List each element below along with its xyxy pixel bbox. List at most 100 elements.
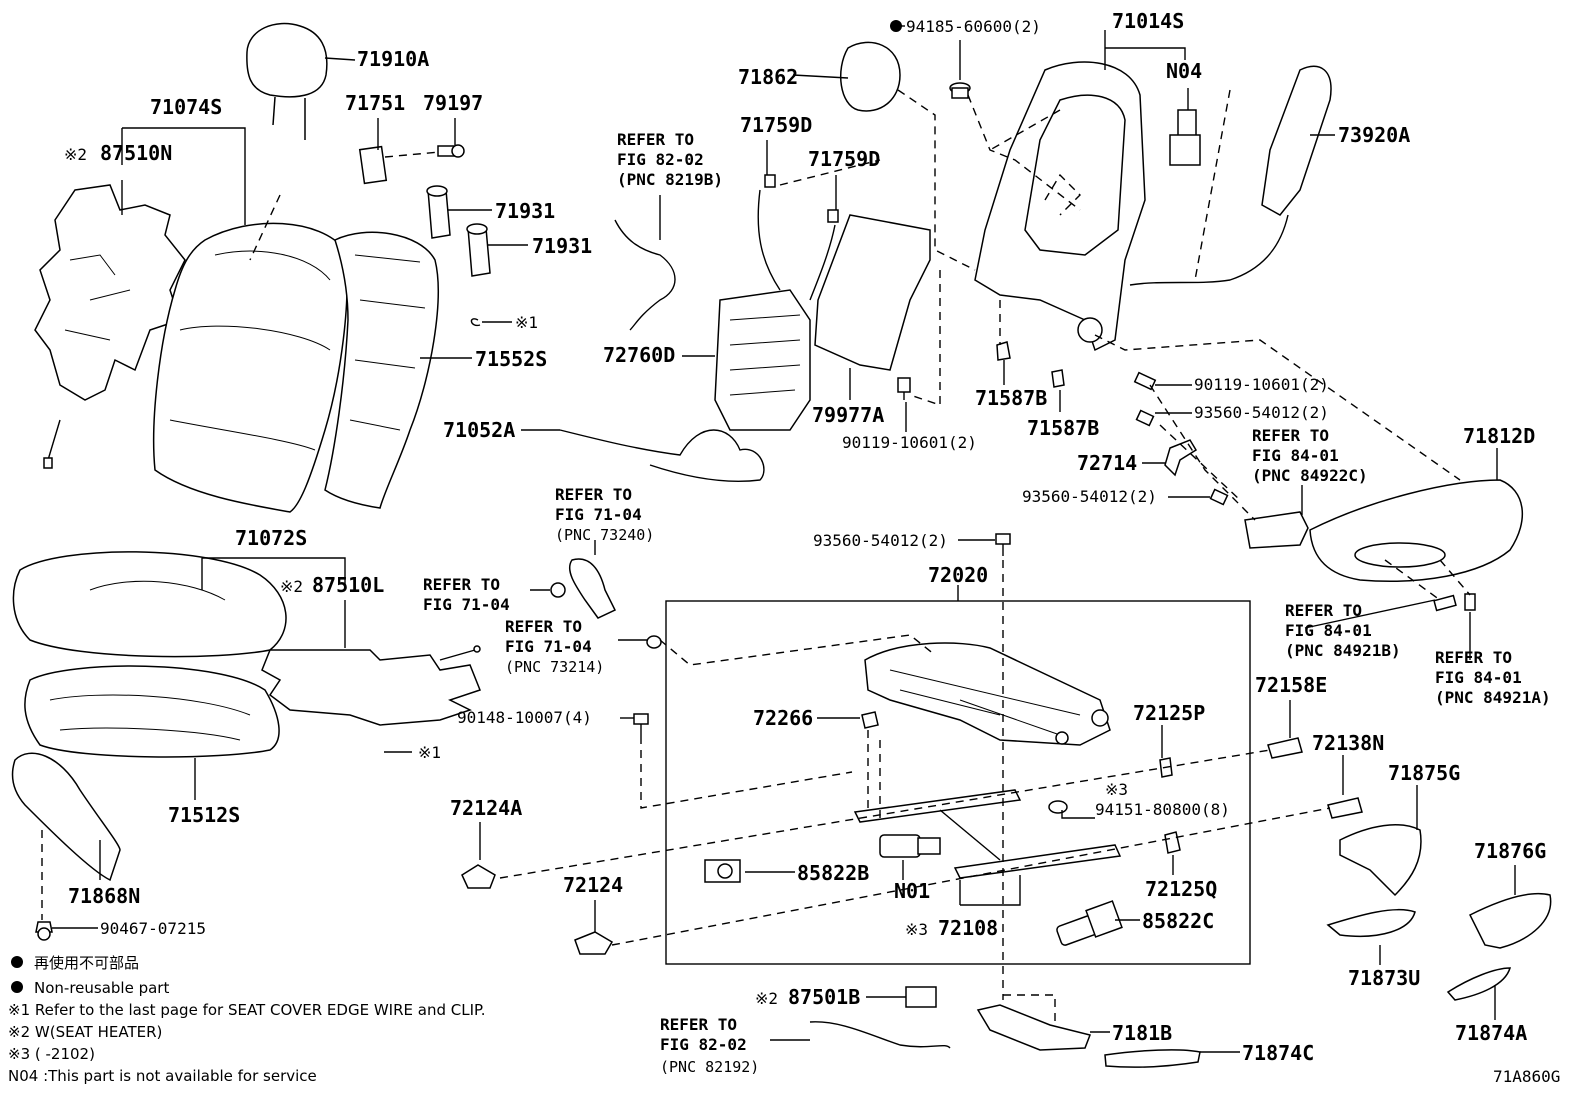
label-71868N[interactable]: 71868N	[68, 884, 140, 908]
label-90119-10601-a[interactable]: 90119-10601(2)	[842, 433, 977, 452]
label-71874A[interactable]: 71874A	[1455, 1021, 1527, 1045]
ref-fig-84-01-a[interactable]: REFER TO FIG 84-01 (PNC 84922C)	[1252, 426, 1368, 485]
seatback-heater-drawing	[34, 184, 186, 469]
ref-line-3: (PNC 84921B)	[1285, 641, 1401, 660]
label-N04[interactable]: N04	[1166, 59, 1202, 83]
ref-line-3: (PNC 73214)	[505, 658, 604, 676]
label-79197[interactable]: 79197	[423, 91, 483, 115]
knob-84921A-drawing	[1464, 593, 1476, 611]
label-71876G[interactable]: 71876G	[1474, 839, 1546, 863]
ref-line-3: (PNC 8219B)	[617, 170, 723, 189]
label-72108[interactable]: 72108	[938, 916, 998, 940]
ref-line-1: REFER TO	[423, 575, 500, 594]
cover-72124-drawing	[574, 931, 614, 955]
motor-85822C-drawing	[1056, 900, 1123, 946]
label-72760D[interactable]: 72760D	[603, 343, 675, 367]
cushion-heater-drawing	[261, 645, 481, 726]
label-93560-54012-c[interactable]: 93560-54012(2)	[813, 531, 948, 550]
front-trim-71868N-drawing	[11, 752, 121, 882]
clip-72125Q-drawing	[1164, 831, 1181, 854]
ref-fig-71-04-b[interactable]: REFER TO FIG 71-04	[423, 575, 510, 614]
label-72266[interactable]: 72266	[753, 706, 813, 730]
label-71074S[interactable]: 71074S	[150, 95, 222, 119]
ref-line-1: REFER TO	[555, 485, 632, 504]
label-7181B[interactable]: 7181B	[1112, 1021, 1172, 1045]
ref-fig-71-04-a[interactable]: REFER TO FIG 71-04 (PNC 73240)	[555, 485, 654, 544]
harness-71052A-drawing	[559, 429, 765, 483]
label-71587B-b[interactable]: 71587B	[1027, 416, 1099, 440]
label-71875G[interactable]: 71875G	[1388, 761, 1460, 785]
label-72714[interactable]: 72714	[1077, 451, 1137, 475]
ref-fig-84-01-c[interactable]: REFER TO FIG 84-01 (PNC 84921A)	[1435, 648, 1551, 707]
label-72124A[interactable]: 72124A	[450, 796, 522, 820]
label-79977A[interactable]: 79977A	[812, 403, 884, 427]
label-90148-10007[interactable]: 90148-10007(4)	[457, 708, 592, 727]
legend-note-2: ※2 W(SEAT HEATER)	[8, 1023, 162, 1041]
label-71931-b[interactable]: 71931	[532, 234, 592, 258]
label-71931-a[interactable]: 71931	[495, 199, 555, 223]
label-72138N[interactable]: 72138N	[1312, 731, 1384, 755]
label-71052A[interactable]: 71052A	[443, 418, 515, 442]
label-72020[interactable]: 72020	[928, 563, 988, 587]
ref-fig-82-02-b[interactable]: REFER TO FIG 82-02 (PNC 82192)	[660, 1015, 759, 1076]
label-71751[interactable]: 71751	[345, 91, 405, 115]
cover-72158E-drawing	[1267, 737, 1303, 759]
ref-line-2: FIG 82-02	[660, 1035, 747, 1054]
bolt-93560-b-drawing	[1209, 488, 1229, 506]
bolt-93560-c-drawing	[995, 533, 1011, 556]
label-71910A[interactable]: 71910A	[357, 47, 429, 71]
assembly-lines	[41, 89, 1471, 1025]
ref-line-1: REFER TO	[617, 130, 694, 149]
label-72124[interactable]: 72124	[563, 873, 623, 897]
label-71759D-b[interactable]: 71759D	[808, 147, 880, 171]
label-87510L[interactable]: 87510L	[312, 573, 384, 597]
pad-71862-drawing	[840, 41, 901, 112]
knob-84921B-drawing	[1433, 594, 1457, 612]
label-73920A[interactable]: 73920A	[1338, 123, 1410, 147]
label-94185-60600[interactable]: 94185-60600(2)	[906, 17, 1041, 36]
label-71874C[interactable]: 71874C	[1242, 1041, 1314, 1065]
cover-71874C-drawing	[1104, 1049, 1201, 1068]
label-93560-54012-a[interactable]: 93560-54012(2)	[1194, 403, 1329, 422]
ref-line-1: REFER TO	[1252, 426, 1329, 445]
label-71862[interactable]: 71862	[738, 65, 798, 89]
connector-87501B-drawing	[905, 986, 937, 1008]
side-shield-71812D-drawing	[1309, 479, 1524, 582]
label-94151-80800[interactable]: 94151-80800(8)	[1095, 800, 1230, 819]
label-71072S[interactable]: 71072S	[235, 526, 307, 550]
label-72158E[interactable]: 72158E	[1255, 673, 1327, 697]
motor-N04-drawing	[1169, 109, 1201, 166]
label-85822B[interactable]: 85822B	[797, 861, 869, 885]
label-71759D-a[interactable]: 71759D	[740, 113, 812, 137]
label-71812D[interactable]: 71812D	[1463, 424, 1535, 448]
bracket-72714-drawing	[1164, 439, 1198, 477]
leader-lines	[52, 25, 1516, 1053]
label-85822C[interactable]: 85822C	[1142, 909, 1214, 933]
label-71014S[interactable]: 71014S	[1112, 9, 1184, 33]
label-87510N[interactable]: 87510N	[100, 141, 172, 165]
label-90467-07215[interactable]: 90467-07215	[100, 919, 206, 938]
ref-fig-84-01-b[interactable]: REFER TO FIG 84-01 (PNC 84921B)	[1285, 601, 1401, 660]
ref-fig-71-04-c[interactable]: REFER TO FIG 71-04 (PNC 73214)	[505, 617, 604, 676]
label-87501B[interactable]: 87501B	[788, 985, 860, 1009]
label-90119-10601-b[interactable]: 90119-10601(2)	[1194, 375, 1329, 394]
label-93560-54012-b[interactable]: 93560-54012(2)	[1022, 487, 1157, 506]
label-N01[interactable]: N01	[894, 879, 930, 903]
legend-note-3: ※3 ( -2102)	[8, 1045, 95, 1063]
ref-line-2: FIG 84-01	[1252, 446, 1339, 465]
ref-fig-82-02-a[interactable]: REFER TO FIG 82-02 (PNC 8219B)	[617, 130, 723, 189]
grommet-94185-drawing	[949, 82, 971, 99]
wire-8219B-drawing	[614, 219, 676, 331]
label-71512S[interactable]: 71512S	[168, 803, 240, 827]
mark-2-c: ※2	[755, 989, 778, 1008]
reference-notes: REFER TO FIG 82-02 (PNC 8219B) REFER TO …	[423, 130, 1551, 1076]
cover-7181B-drawing	[976, 1004, 1092, 1051]
label-71552S[interactable]: 71552S	[475, 347, 547, 371]
screw-79197-drawing	[437, 144, 465, 158]
label-72125P[interactable]: 72125P	[1133, 701, 1205, 725]
label-71587B-a[interactable]: 71587B	[975, 386, 1047, 410]
label-71873U[interactable]: 71873U	[1348, 966, 1420, 990]
label-72125Q[interactable]: 72125Q	[1145, 877, 1217, 901]
clip-72266-drawing	[861, 711, 879, 729]
